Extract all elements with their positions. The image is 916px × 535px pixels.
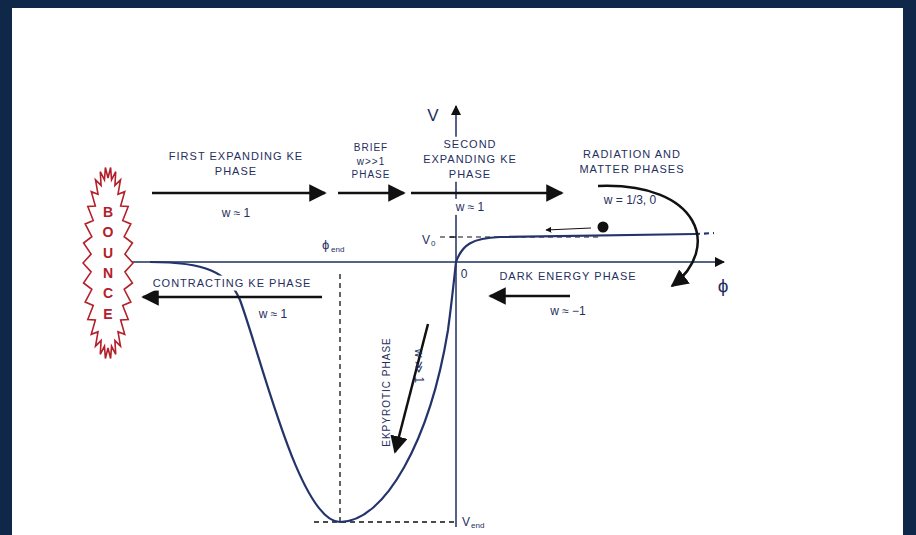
bounce-burst: BOUNCE	[82, 166, 134, 360]
phase-label: SECOND EXPANDING KE PHASE	[418, 137, 522, 182]
equation-of-state: w ≈ 1	[222, 205, 251, 221]
panel	[12, 8, 903, 535]
phase-arrow	[338, 192, 404, 195]
equation-of-state: w ≈ 1	[454, 199, 487, 215]
phase-label: BRIEF w>>1 PHASE	[340, 141, 402, 182]
phase-label: EKPYROTIC PHASE	[380, 337, 394, 446]
phase-arrow	[490, 295, 570, 298]
phi-axis	[130, 261, 724, 263]
roll-arrow	[546, 228, 591, 230]
phase-label: FIRST EXPANDING KE PHASE	[161, 149, 311, 179]
potential-curve	[150, 234, 695, 522]
subscript: end	[331, 245, 344, 256]
burst-shape	[83, 168, 133, 359]
potential-symbol: V	[422, 232, 430, 248]
field-symbol: ϕ	[322, 236, 329, 254]
phase-arrow	[395, 324, 428, 452]
equation-of-state: w ≈ 1	[259, 306, 288, 322]
potential-symbol: V	[462, 514, 470, 530]
bounce-label: BOUNCE	[101, 202, 115, 324]
axis-label: V	[427, 105, 438, 128]
phase-arrow	[411, 192, 562, 195]
equation-of-state: w = 1/3, 0	[604, 192, 656, 208]
field-ball	[598, 222, 609, 233]
phi-end-guide	[339, 274, 340, 522]
phase-label: CONTRACTING KE PHASE	[151, 276, 314, 291]
phase-arrow	[152, 192, 325, 195]
burst-outline	[82, 166, 134, 360]
origin-label: 0	[461, 266, 468, 282]
equation-of-state: w ≈ −1	[550, 303, 586, 319]
phase-label: DARK ENERGY PHASE	[499, 269, 636, 284]
phase-label: RADIATION AND MATTER PHASES	[565, 147, 700, 177]
equation-of-state: w ≫ 1	[411, 349, 427, 384]
subscript: 0	[431, 239, 435, 250]
axis-label: ϕ	[718, 273, 729, 299]
subscript: end	[471, 521, 484, 532]
v0-tick	[450, 236, 456, 237]
phase-arrow	[143, 296, 322, 299]
